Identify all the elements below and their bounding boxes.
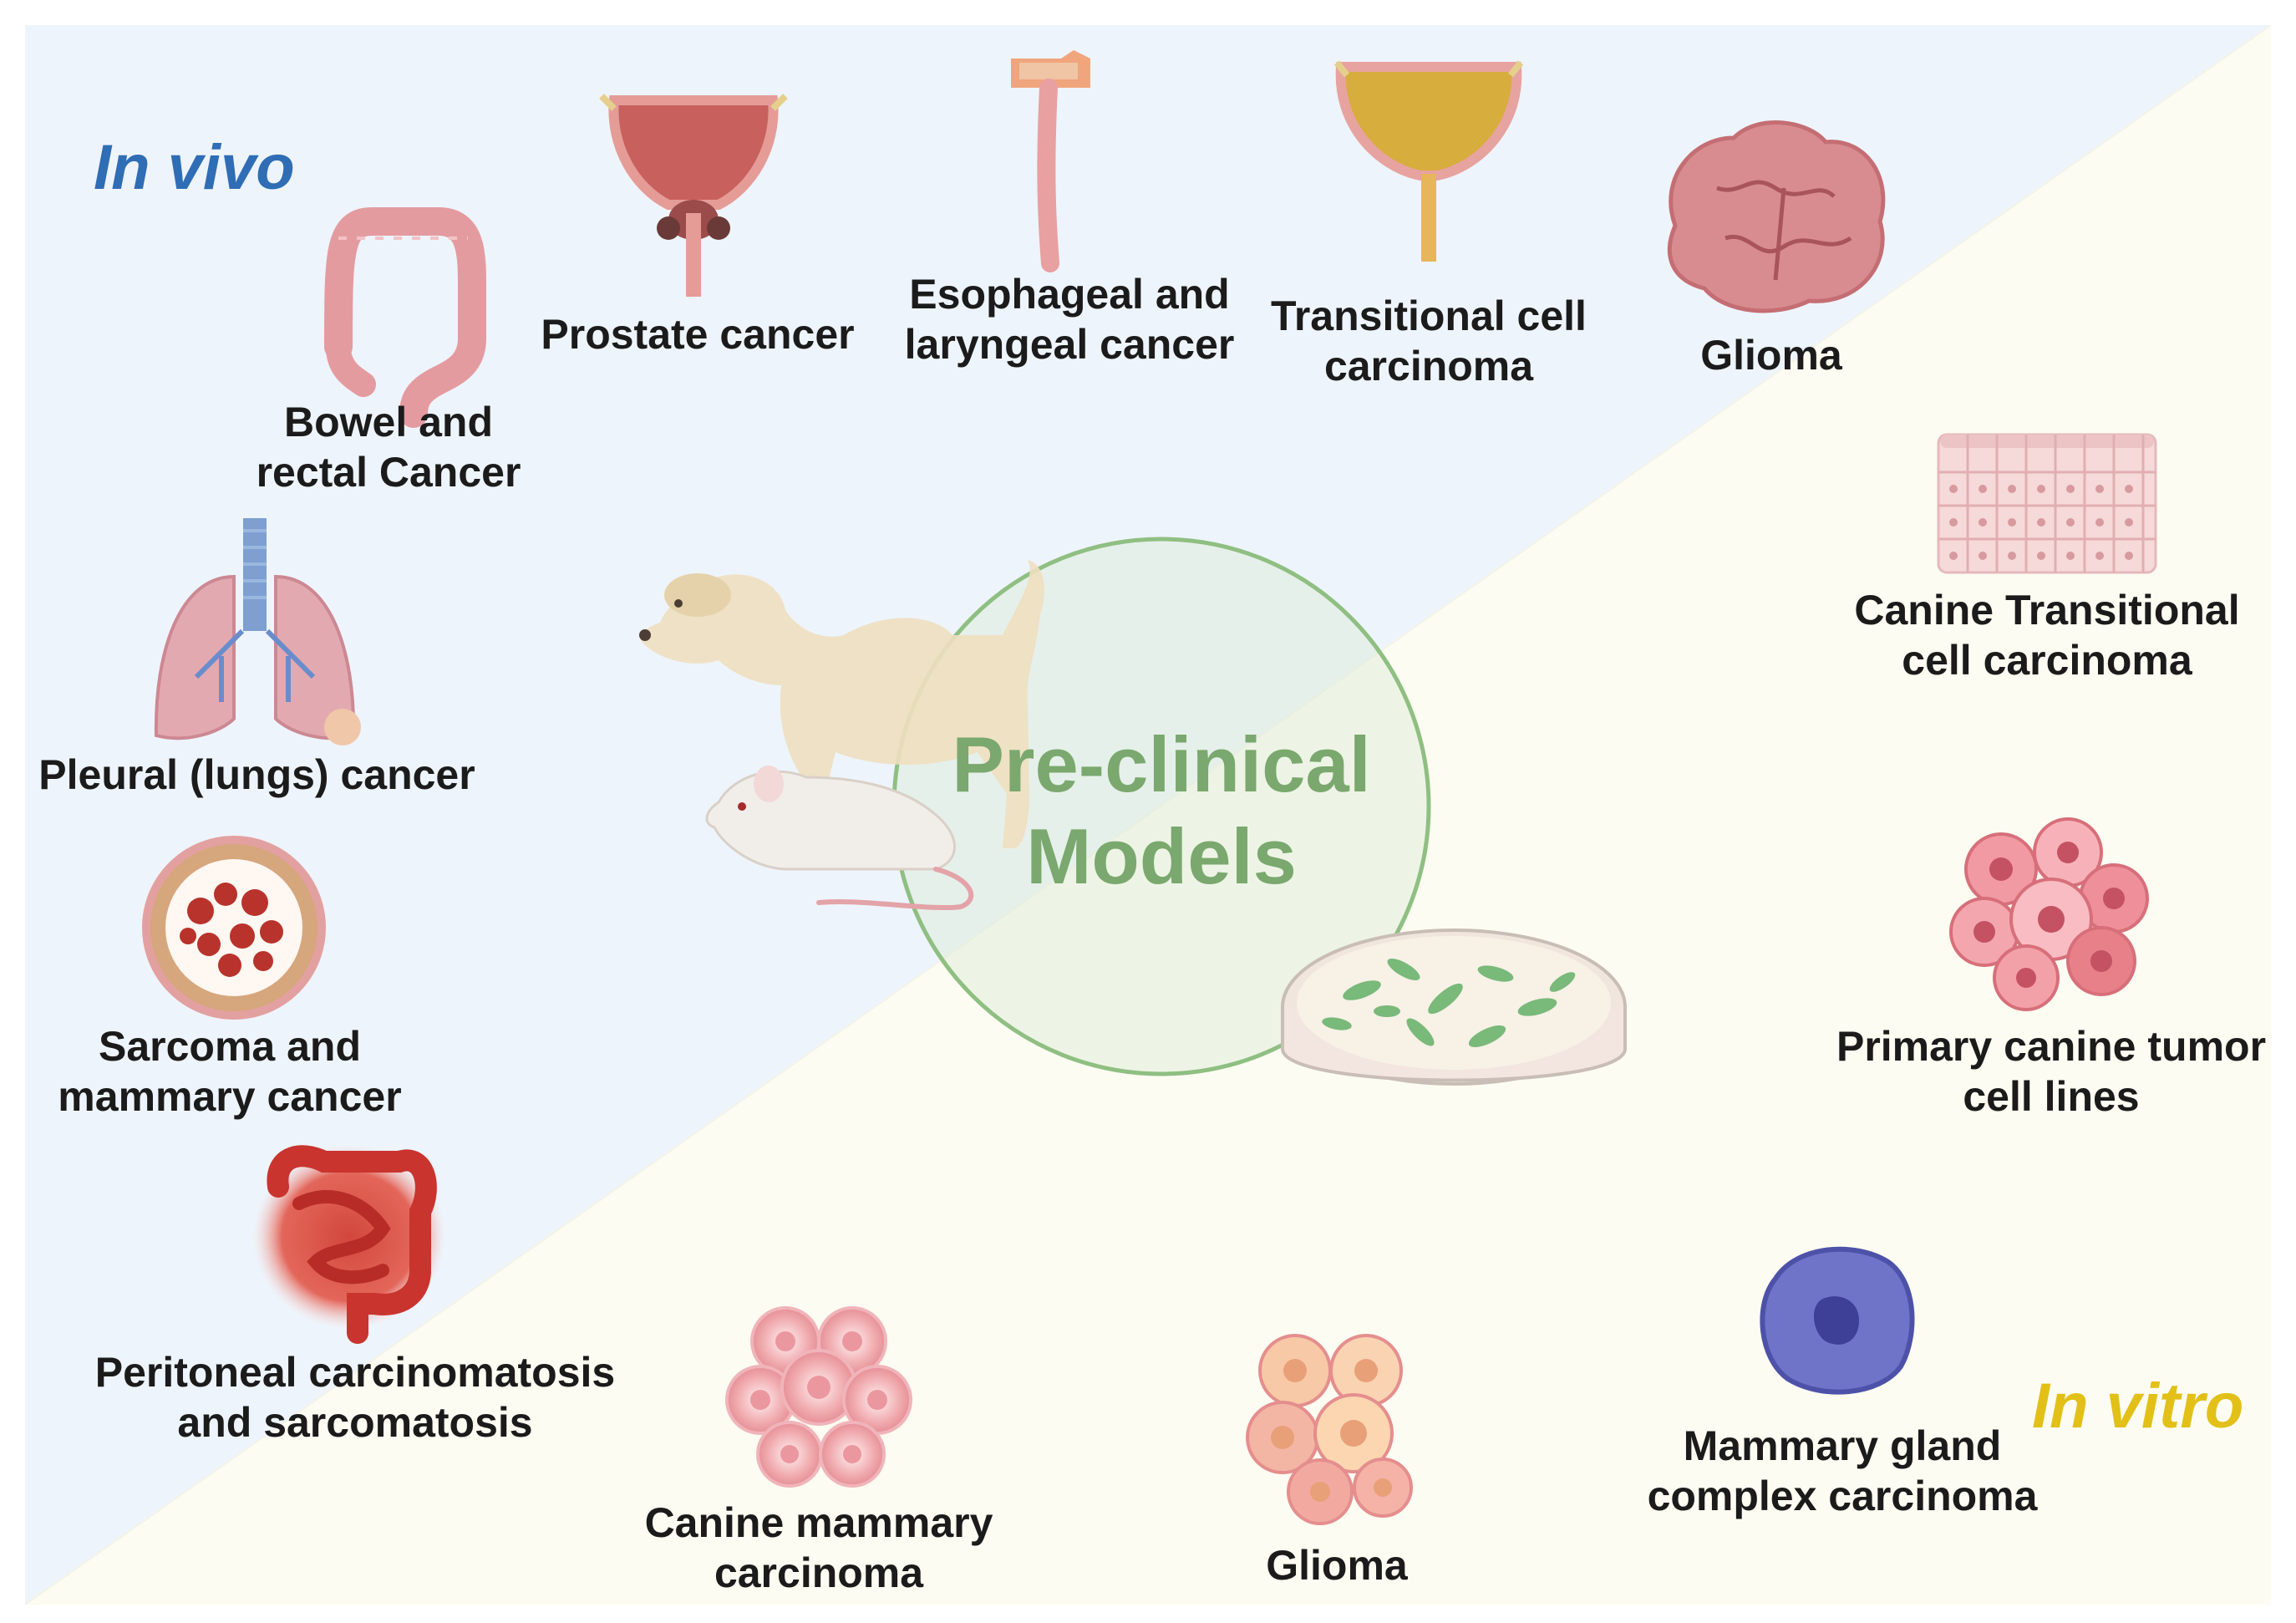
label-transitional-cell-carcinoma: Transitional cell carcinoma bbox=[1271, 293, 1587, 389]
mouse-icon bbox=[705, 766, 974, 911]
intestine-icon bbox=[253, 1145, 445, 1344]
glioma-cells-icon bbox=[1246, 1334, 1413, 1525]
brain-icon bbox=[1667, 120, 1886, 313]
tumor-cross-section-icon bbox=[142, 836, 326, 1020]
in-vivo-title: In vivo bbox=[94, 132, 295, 203]
label-canine-transitional-cell-carcinoma: Canine Transitional cell carcinoma bbox=[1854, 587, 2240, 684]
esophagus-larynx-icon bbox=[1011, 50, 1090, 272]
bladder-icon bbox=[1333, 60, 1524, 262]
petri-dish-icon bbox=[1281, 929, 1627, 1086]
label-prostate-cancer: Prostate cancer bbox=[541, 311, 855, 358]
label-canine-mammary-carcinoma: Canine mammary carcinoma bbox=[644, 1499, 993, 1596]
background bbox=[25, 25, 2271, 1605]
label-sarcoma-mammary-cancer: Sarcoma and mammary cancer bbox=[58, 1023, 402, 1120]
dog-icon bbox=[639, 560, 1044, 848]
label-glioma-in-vivo: Glioma bbox=[1700, 332, 1842, 379]
in-vitro-title: In vitro bbox=[2032, 1371, 2244, 1442]
label-bowel-rectal-cancer: Bowel and rectal Cancer bbox=[256, 399, 521, 496]
label-esophageal-laryngeal-cancer: Esophageal and laryngeal cancer bbox=[904, 271, 1235, 368]
tumor-cell-cluster-icon bbox=[1949, 817, 2149, 1011]
label-primary-canine-tumor-cell-lines: Primary canine tumor cell lines bbox=[1836, 1023, 2267, 1120]
label-pleural-lungs-cancer: Pleural (lungs) cancer bbox=[38, 751, 475, 798]
colon-icon bbox=[324, 207, 486, 428]
label-peritoneal-carcinomatosis: Peritoneal carcinomatosis and sarcomatos… bbox=[94, 1349, 616, 1446]
epithelium-icon bbox=[1937, 433, 2157, 574]
label-glioma-in-vitro: Glioma bbox=[1266, 1542, 1408, 1589]
cell-icon bbox=[1760, 1246, 1915, 1395]
label-mammary-gland-complex-carcinoma: Mammary gland complex carcinoma bbox=[1647, 1422, 2038, 1519]
prostate-icon bbox=[599, 94, 788, 297]
mammary-cells-icon bbox=[725, 1306, 912, 1488]
lungs-icon bbox=[154, 518, 361, 745]
pre-clinical-label: Pre-clinical Models bbox=[952, 720, 1371, 900]
